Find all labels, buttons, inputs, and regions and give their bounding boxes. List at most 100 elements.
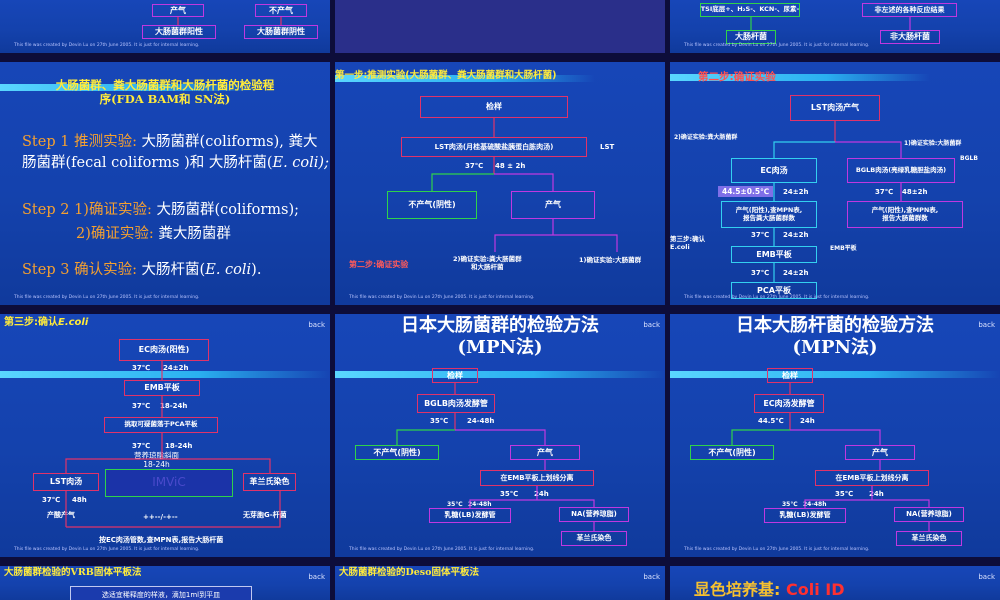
flow-box-lst: LST肉汤(月桂基硫酸盐胰蛋白胨肉汤) bbox=[401, 137, 587, 157]
slide-thumbnail[interactable]: 第一步:推测实验(大肠菌群、粪大肠菌群和大肠杆菌) 检样 LST肉汤(月桂基硫酸… bbox=[335, 62, 665, 305]
slide-thumbnail[interactable]: 大肠菌群检验的VRB固体平板法 back 选适宜稀释度的样液，滴加1ml到平皿 bbox=[0, 566, 330, 600]
flow-box-emb: EMB平板 bbox=[124, 380, 200, 396]
slide-thumbnail[interactable]: TSI底层+、H₂S-、KCN-、尿素- 非左述的各种反应结果 大肠杆菌 非大肠… bbox=[670, 0, 1000, 53]
flow-box-non-ecoli: 非大肠杆菌 bbox=[880, 30, 940, 44]
slide-title: 第三步:确认E.coli bbox=[4, 317, 88, 329]
back-link[interactable]: back bbox=[308, 321, 325, 329]
flow-box-bglb-result: 产气(阳性),查MPN表, 报告大肠菌群数 bbox=[847, 201, 963, 228]
step-label: Step 2 1)确证实验: bbox=[22, 202, 152, 218]
slide-thumbnail[interactable]: 产气 不产气 大肠菌群阳性 大肠菌群阴性 This file was creat… bbox=[0, 0, 330, 53]
decor-stripe bbox=[670, 371, 1000, 378]
footer-note: This file was created by Devin Lu on 27t… bbox=[684, 295, 870, 300]
confirm-label-1: 1)确证实验:大肠菌群 bbox=[579, 256, 642, 264]
title-line: 日本大肠菌群的检验方法 bbox=[401, 315, 599, 336]
step-body: ). bbox=[251, 262, 262, 278]
flow-box-pick: 挑取可疑菌落于PCA平板 bbox=[104, 417, 218, 433]
flow-box-ecoli: 大肠杆菌 bbox=[726, 30, 776, 44]
decor-stripe bbox=[0, 371, 330, 378]
step-italic: E. coli bbox=[205, 262, 252, 278]
flow-box-emb: 在EMB平板上划线分离 bbox=[480, 470, 594, 486]
flow-box-sample: 检样 bbox=[420, 96, 568, 118]
flow-box-ec: EC肉汤 bbox=[731, 158, 817, 183]
slide-thumbnail[interactable]: 第三步:确认E.coli back EC肉汤(阳性) 37℃ 24±2h EMB… bbox=[0, 314, 330, 557]
flow-box-negative: 不产气(阴性) bbox=[690, 445, 774, 460]
bglb-tag: BGLB bbox=[960, 155, 978, 162]
title-line: (MPN法) bbox=[792, 336, 878, 358]
text-box-instruction: 选适宜稀释度的样液，滴加1ml到平皿 bbox=[70, 586, 252, 600]
slide-title: 显色培养基: Coli ID bbox=[694, 580, 845, 599]
flow-box-negative: 不产气(阴性) bbox=[355, 445, 439, 460]
back-link[interactable]: back bbox=[643, 573, 660, 581]
emb-tag: EMB平板 bbox=[830, 245, 857, 252]
ec-time-label: 24±2h bbox=[783, 188, 809, 196]
final-note: 按EC肉汤管数,查MPN表,报告大肠杆菌 bbox=[99, 536, 224, 544]
flow-box-positive: 产气 bbox=[510, 445, 580, 460]
decor-stripe bbox=[0, 84, 260, 91]
flow-box-gram: 革兰氏染色 bbox=[561, 531, 627, 546]
flow-box-tsi: TSI底层+、H₂S-、KCN-、尿素- bbox=[700, 3, 800, 17]
time-label: 24±2h bbox=[783, 231, 809, 239]
back-link[interactable]: back bbox=[978, 573, 995, 581]
ec-temp-label: 44.5±0.5℃ bbox=[718, 186, 774, 197]
slide-thumbnail[interactable]: 日本大肠杆菌的检验方法 (MPN法) back 检样 EC肉汤发酵管 44.5℃… bbox=[670, 314, 1000, 557]
flow-box-sample: 检样 bbox=[432, 368, 478, 383]
time-label: 24±2h bbox=[163, 364, 189, 372]
flow-box-na: NA(营养琼脂) bbox=[559, 507, 629, 522]
slide-thumbnail[interactable]: 第二步:确证实验 LST肉汤产气 2)确证实验:粪大肠菌群 1)确证实验:大肠菌… bbox=[670, 62, 1000, 305]
back-link[interactable]: back bbox=[308, 573, 325, 581]
title-italic: E.coli bbox=[58, 317, 89, 328]
title-part: VRB bbox=[70, 567, 94, 578]
temp-label: 35℃ bbox=[447, 501, 463, 508]
title-part: 固体平板法 bbox=[93, 567, 142, 578]
footer-note: This file was created by Devin Lu on 27t… bbox=[349, 295, 535, 300]
footer-note: This file was created by Devin Lu on 27t… bbox=[14, 43, 200, 48]
slide-title: 日本大肠杆菌的检验方法 (MPN法) bbox=[670, 315, 1000, 358]
lst-tag: LST bbox=[600, 143, 615, 151]
flow-box-lb: 乳糖(LB)发酵管 bbox=[764, 508, 846, 523]
slide-thumbnail[interactable]: 大肠菌群检验的Deso固体平板法 back bbox=[335, 566, 665, 600]
temp-label: 37℃ bbox=[751, 269, 770, 277]
flow-box-ec-result: 产气(阳性),查MPN表, 报告粪大肠菌群数 bbox=[721, 201, 817, 228]
flow-box-imvic: IMViC bbox=[105, 469, 233, 497]
flow-box-lst: LST肉汤产气 bbox=[790, 95, 880, 121]
temp-label: 35℃ bbox=[782, 501, 798, 508]
step-2-text: Step 2 1)确证实验: 大肠菌群(coliforms); bbox=[22, 200, 299, 221]
slide-thumbnail[interactable]: 大肠菌群、粪大肠菌群和大肠杆菌的检验程 序(FDA BAM和 SN法) Step… bbox=[0, 62, 330, 305]
step-italic: E. coli); bbox=[272, 155, 329, 172]
back-link[interactable]: back bbox=[978, 321, 995, 329]
slide-title: 日本大肠菌群的检验方法 (MPN法) bbox=[335, 315, 665, 358]
temp-label: 44.5℃ bbox=[758, 417, 784, 425]
flow-box-coliform-negative: 大肠菌群阴性 bbox=[244, 25, 318, 39]
title-line: 日本大肠杆菌的检验方法 bbox=[736, 315, 934, 336]
flow-box-emb: EMB平板 bbox=[731, 246, 817, 263]
decor-stripe bbox=[335, 75, 595, 82]
step-label: Step 1 推测实验: bbox=[22, 134, 137, 150]
flow-box-sample: 检样 bbox=[767, 368, 813, 383]
bglb-time-label: 48±2h bbox=[902, 188, 928, 196]
footer-note: This file was created by Devin Lu on 27t… bbox=[349, 547, 535, 552]
temp-label: 37℃ bbox=[465, 162, 484, 170]
slide-thumbnail[interactable]: 显色培养基: Coli ID back bbox=[670, 566, 1000, 600]
slide-thumbnail[interactable] bbox=[335, 0, 665, 53]
step-body: 大肠菌群(coliforms); bbox=[151, 202, 299, 218]
flow-box-gram: 革兰氏染色 bbox=[896, 531, 962, 546]
back-link[interactable]: back bbox=[643, 321, 660, 329]
footer-note: This file was created by Devin Lu on 27t… bbox=[14, 295, 200, 300]
time-label: 48h bbox=[72, 496, 87, 504]
title-part: 固体平板法 bbox=[431, 567, 479, 578]
title-part: Coli ID bbox=[785, 580, 845, 599]
slide-title: 大肠菌群检验的VRB固体平板法 bbox=[4, 567, 141, 578]
time-label: 24±2h bbox=[783, 269, 809, 277]
footer-note: This file was created by Devin Lu on 27t… bbox=[684, 43, 870, 48]
flow-box-bglb: BGLB肉汤(亮绿乳糖胆盐肉汤) bbox=[847, 158, 955, 183]
step-body: 大肠杆菌( bbox=[136, 262, 206, 278]
flow-box-positive: 产气 bbox=[845, 445, 915, 460]
flow-box-no-gas: 不产气 bbox=[255, 4, 307, 17]
gram-result: 无芽胞G-杆菌 bbox=[243, 511, 287, 519]
step-body: 肠菌群(fecal coliforms )和 大肠杆菌( bbox=[22, 155, 273, 172]
title-part: Deso bbox=[405, 567, 432, 578]
confirm-label-2: 2)确证实验:粪大肠菌群 和大肠杆菌 bbox=[453, 255, 522, 271]
slide-thumbnail[interactable]: 日本大肠菌群的检验方法 (MPN法) back 检样 BGLB肉汤发酵管 35℃… bbox=[335, 314, 665, 557]
title-line: 序(FDA BAM和 SN法) bbox=[99, 91, 231, 106]
title-line: (MPN法) bbox=[457, 336, 543, 358]
